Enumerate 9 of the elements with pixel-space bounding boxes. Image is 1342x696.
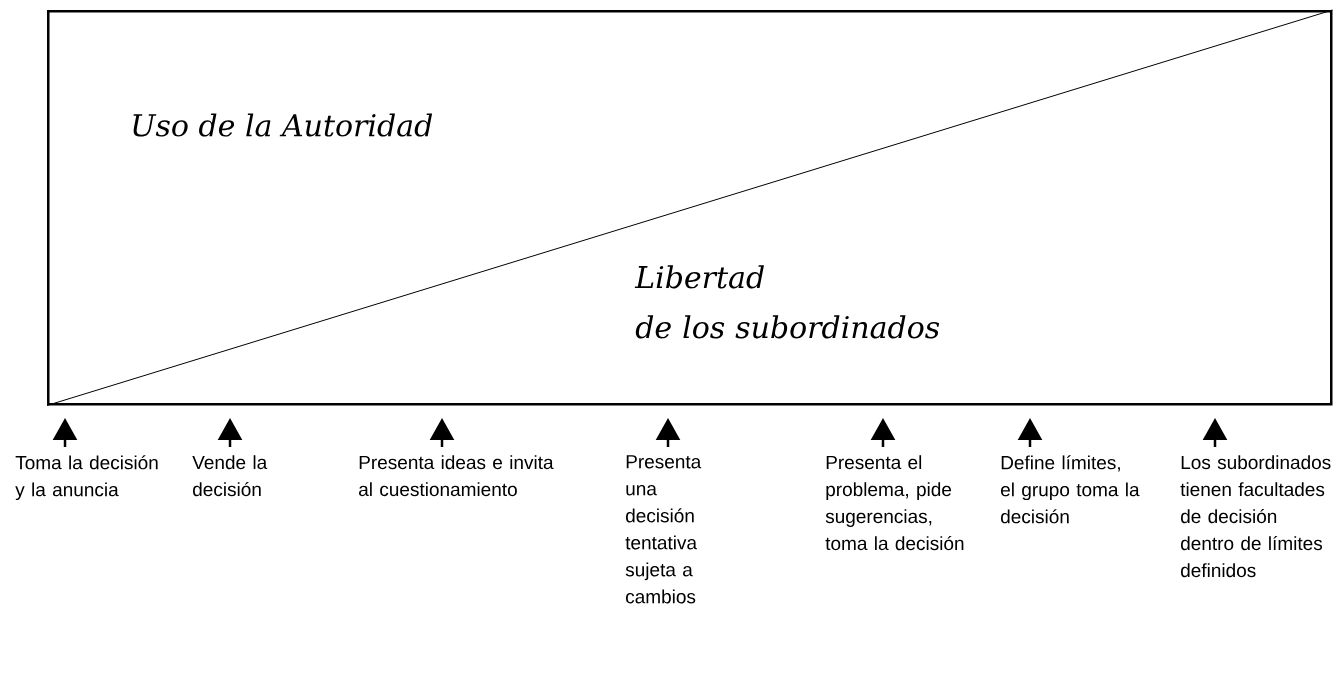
step-label: Presenta ideas e invita al cuestionamiento (359, 455, 554, 497)
step-label: Toma la decisión y la anuncia (15, 455, 158, 501)
step-label: Los subordinados tienen facultades de decisión dentro de límites definidos (1180, 455, 1331, 578)
step-label: Presenta una decisión tentativa sujeta a cambios (625, 455, 702, 604)
step-label: Vende la decisión (192, 455, 268, 497)
step-label: Define límites, el grupo toma la decisión (1001, 455, 1140, 524)
region-label: Uso de la Autoridad (133, 113, 433, 137)
region-label: Libertad de los subordinados (634, 265, 940, 339)
step-label: Presenta el problema, pide sugerencias, toma la decisión (825, 455, 964, 551)
